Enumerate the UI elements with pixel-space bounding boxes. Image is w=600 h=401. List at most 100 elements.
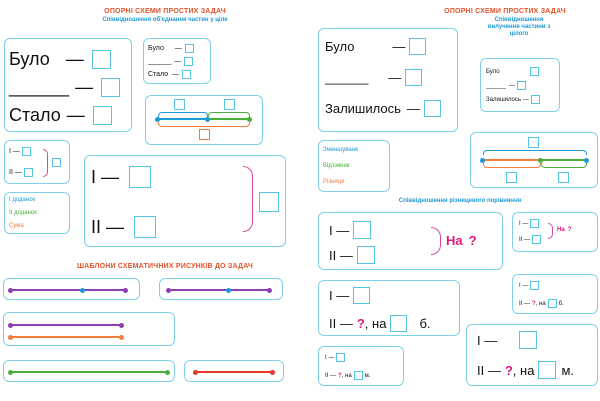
part-one-label: I — xyxy=(329,222,350,238)
answer-square[interactable] xyxy=(519,331,538,349)
segment-point xyxy=(480,157,485,163)
segment-point xyxy=(8,322,13,328)
answer-square[interactable] xyxy=(531,95,541,104)
left-scheme-box-small: Було — ______ — Стало — xyxy=(143,38,211,84)
template-segment-purple xyxy=(3,278,140,300)
part-one-label: I — xyxy=(519,220,529,227)
answer-square[interactable] xyxy=(92,106,112,125)
answer-square[interactable] xyxy=(547,299,557,308)
answer-square[interactable] xyxy=(405,69,423,86)
dash: — xyxy=(509,82,516,89)
diff-box-6: I — II — ? , на м. xyxy=(466,324,598,386)
left-segment-scheme xyxy=(145,95,263,145)
answer-square[interactable] xyxy=(530,219,540,228)
answer-square[interactable] xyxy=(390,315,408,332)
question-mark: ? xyxy=(468,233,477,248)
answer-square[interactable] xyxy=(336,353,346,362)
segment-line xyxy=(10,324,122,326)
left-title: ОПОРНІ СХЕМИ ПРОСТИХ ЗАДАЧ xyxy=(104,8,226,15)
answer-square[interactable] xyxy=(517,81,527,90)
part-two-label: II — xyxy=(477,362,501,378)
answer-square[interactable] xyxy=(182,70,192,79)
diff-box-1: I — II — На ? xyxy=(318,212,503,270)
remained-label: Залишилось xyxy=(325,101,401,116)
answer-square[interactable] xyxy=(530,281,540,290)
by-label: На xyxy=(446,233,463,248)
answer-square[interactable] xyxy=(532,235,542,244)
question-mark: ? xyxy=(356,316,365,331)
answer-square[interactable] xyxy=(184,44,194,53)
part-square[interactable] xyxy=(558,172,569,183)
dash: — xyxy=(388,70,402,85)
answer-square[interactable] xyxy=(353,371,363,380)
segment-line xyxy=(483,159,541,161)
segment-line xyxy=(10,371,168,373)
top-brace-blue xyxy=(158,112,208,117)
segment-point xyxy=(80,287,85,293)
blank-label: ______ xyxy=(325,70,369,85)
answer-square[interactable] xyxy=(356,246,375,264)
dash: — xyxy=(75,77,94,97)
template-segment-purple-2 xyxy=(159,278,283,300)
segment-line xyxy=(10,336,122,338)
template-segment-red xyxy=(184,360,284,382)
dash: — xyxy=(172,71,180,78)
segment-point xyxy=(205,116,210,122)
answer-square[interactable] xyxy=(353,287,371,304)
question-mark: ? xyxy=(504,362,513,378)
sum-square[interactable] xyxy=(52,158,61,167)
sum-square[interactable] xyxy=(259,192,279,212)
answer-square[interactable] xyxy=(184,57,194,66)
answer-square[interactable] xyxy=(21,147,31,156)
segment-point xyxy=(165,369,170,375)
question-mark: ? xyxy=(567,227,572,233)
top-brace-blue xyxy=(483,150,587,155)
part-square[interactable] xyxy=(506,172,517,183)
answer-square[interactable] xyxy=(423,100,441,117)
segment-line xyxy=(10,289,126,291)
part-one-label: I — xyxy=(519,282,529,289)
segment-line xyxy=(541,159,587,161)
segment-point xyxy=(123,287,128,293)
dash: — xyxy=(66,105,85,125)
right-subtitle: Співвідношення вилучення частини з цілог… xyxy=(487,17,551,37)
unit-label: м. xyxy=(561,362,574,378)
part-square[interactable] xyxy=(224,99,235,110)
right-scheme-box-large: Було— ______— Залишилось— xyxy=(318,28,458,132)
whole-square[interactable] xyxy=(528,137,539,148)
brace xyxy=(43,149,48,177)
answer-square[interactable] xyxy=(353,221,372,239)
remained-label: Залишилось xyxy=(486,96,522,103)
was-label: Було xyxy=(148,45,164,52)
became-label: Стало xyxy=(9,105,61,125)
bottom-brace-orange xyxy=(158,122,250,127)
left-scheme-box-large: Було — ______ — Стало — xyxy=(4,38,132,132)
answer-square[interactable] xyxy=(101,78,121,97)
segment-point xyxy=(267,287,272,293)
part-square[interactable] xyxy=(174,99,185,110)
template-segment-green xyxy=(3,360,175,382)
segment-line xyxy=(195,371,273,373)
diff-box-3: I — II — ? , на б. xyxy=(318,280,460,336)
right-segment-scheme xyxy=(470,132,598,188)
answer-square[interactable] xyxy=(538,361,557,379)
was-label: Було xyxy=(325,39,355,54)
diff-box-5: I — II — ? , на м. xyxy=(318,346,404,386)
legend-subtrahend: Від'ємник xyxy=(323,163,350,169)
by-label: , на xyxy=(341,372,352,379)
answer-square[interactable] xyxy=(134,216,157,238)
answer-square[interactable] xyxy=(529,67,539,76)
blank-label: ______ xyxy=(486,82,507,89)
answer-square[interactable] xyxy=(23,168,33,177)
answer-square[interactable] xyxy=(91,50,111,69)
part-two-label: II — xyxy=(329,316,353,331)
by-label: , на xyxy=(364,316,387,331)
question-mark: ? xyxy=(338,372,342,379)
part-two-label: II — xyxy=(325,372,337,379)
segment-line xyxy=(168,289,270,291)
segment-point xyxy=(8,334,13,340)
answer-square[interactable] xyxy=(409,38,427,55)
answer-square[interactable] xyxy=(129,166,152,188)
whole-square[interactable] xyxy=(199,129,210,140)
dash: — xyxy=(392,39,406,54)
